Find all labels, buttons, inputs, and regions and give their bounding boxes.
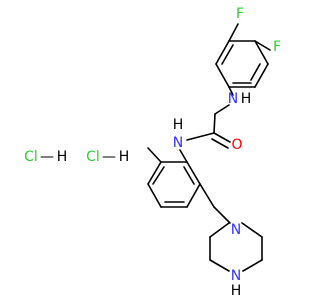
salt-2-h: H bbox=[119, 149, 130, 165]
bond-c-f-right bbox=[254, 40, 271, 51]
salt-2-dash: — bbox=[102, 149, 116, 165]
bond-ar2-d3 bbox=[183, 166, 195, 185]
atom-h-piperazine-4: H bbox=[231, 283, 242, 299]
salt-1-cl: Cl bbox=[24, 149, 38, 165]
bond-ar2-ch2 bbox=[199, 183, 215, 208]
bond-c-f-top bbox=[228, 23, 239, 42]
atom-n-amine: N bbox=[228, 91, 238, 107]
bond-layer bbox=[147, 23, 271, 272]
bond-co-2 bbox=[211, 138, 229, 149]
bond-n-ar2 bbox=[179, 149, 188, 163]
bond-ar1-1 bbox=[215, 40, 230, 65]
atom-n-piperazine-1: N bbox=[231, 222, 241, 238]
salt-1-dash: — bbox=[40, 149, 54, 165]
atom-o-carbonyl: O bbox=[231, 137, 242, 153]
atom-f-top: F bbox=[236, 6, 244, 22]
bond-pip-4 bbox=[209, 259, 230, 272]
salt-1-h: H bbox=[57, 149, 68, 165]
hcl-salt-1: Cl — H bbox=[24, 149, 67, 165]
bond-pip-1 bbox=[241, 222, 263, 238]
bond-ch2-co bbox=[213, 113, 216, 134]
bond-ar1-4 bbox=[254, 63, 269, 88]
atom-n-piperazine-4: N bbox=[231, 268, 241, 284]
bond-ch2-npip bbox=[213, 206, 231, 224]
bond-ar-n bbox=[228, 86, 234, 96]
bond-methyl bbox=[147, 147, 162, 163]
bond-ar1-6 bbox=[215, 63, 230, 88]
bond-ar2-d1 bbox=[152, 166, 165, 185]
hcl-salt-2: Cl — H bbox=[86, 149, 129, 165]
bond-ar2-5 bbox=[186, 183, 201, 208]
bond-ar1-d2 bbox=[250, 63, 261, 81]
bond-pip-3 bbox=[242, 259, 263, 272]
atom-n-amide: N bbox=[173, 135, 183, 151]
atom-label-layer: F F N H O H N N N H bbox=[173, 6, 281, 299]
bond-pip-6 bbox=[209, 222, 230, 238]
bond-ar2-6 bbox=[186, 161, 201, 185]
bond-ar1-3 bbox=[254, 40, 269, 65]
atom-f-right: F bbox=[273, 39, 281, 55]
structure-canvas: F F N H O H N N N H Cl — H Cl — H bbox=[24, 6, 281, 299]
atom-h-amine: H bbox=[241, 91, 252, 107]
atom-h-amide: H bbox=[173, 117, 184, 133]
bond-n-ch2 bbox=[214, 104, 230, 115]
bond-ar2-3 bbox=[147, 183, 162, 208]
salt-2-cl: Cl bbox=[86, 149, 100, 165]
bond-co-1 bbox=[213, 132, 231, 143]
bond-co-n bbox=[186, 132, 215, 141]
bond-ar2-2 bbox=[147, 161, 162, 185]
bond-ar1-d1 bbox=[221, 44, 234, 65]
